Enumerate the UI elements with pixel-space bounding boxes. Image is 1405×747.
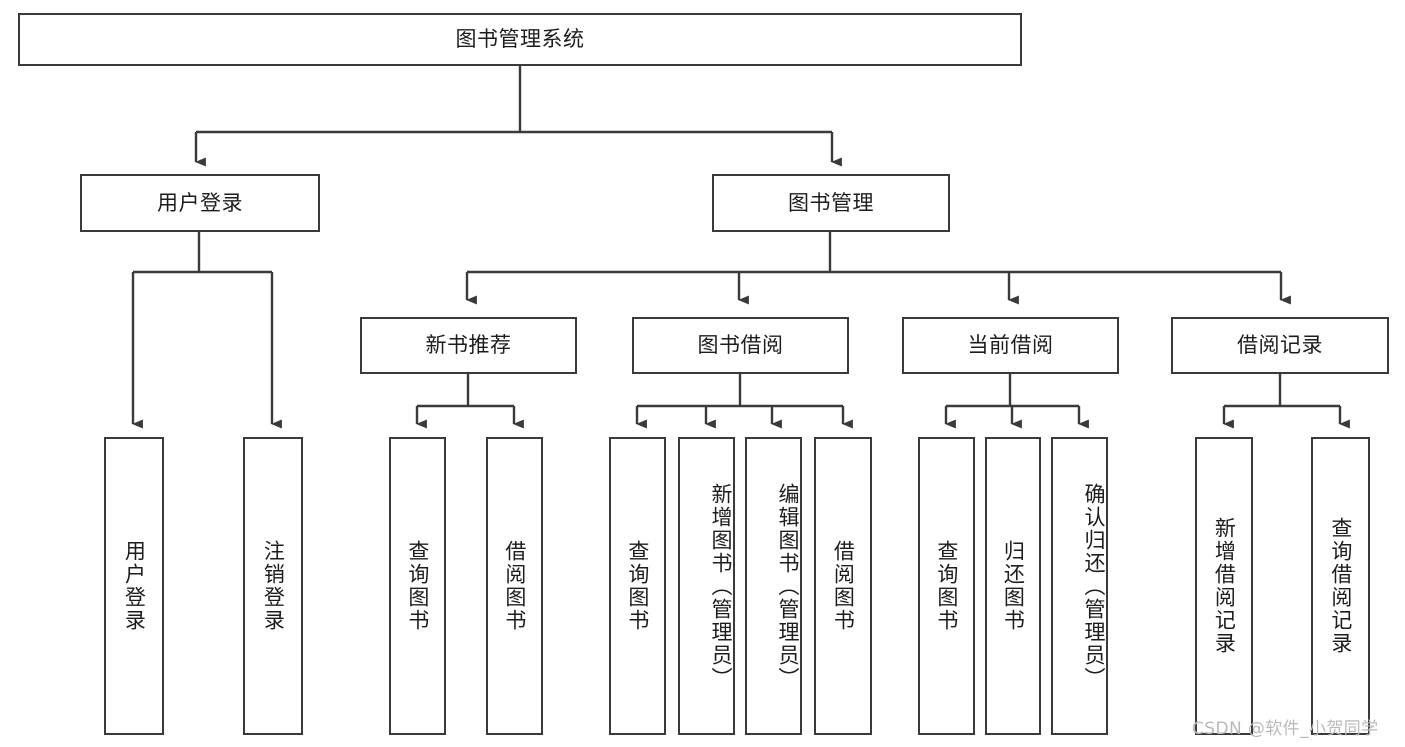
node-label: 查询图书 <box>625 540 650 632</box>
watermark-text: CSDN @软件_小贺同学 <box>1192 719 1379 739</box>
leaf-borrow-book-recommend[interactable]: 借阅图书 <box>486 437 543 735</box>
node-label: 图书管理 <box>788 190 874 215</box>
node-book-borrow[interactable]: 图书借阅 <box>632 317 849 374</box>
leaf-add-borrow-record[interactable]: 新增借阅记录 <box>1195 437 1253 735</box>
node-label: 新增图书（管理员） <box>709 482 733 690</box>
node-label: 用户登录 <box>122 540 147 632</box>
node-borrow-records[interactable]: 借阅记录 <box>1171 317 1389 374</box>
node-label: 查询图书 <box>405 540 430 632</box>
node-label: 借阅图书 <box>831 540 856 632</box>
node-label: 新增借阅记录 <box>1212 517 1237 655</box>
leaf-borrow-book[interactable]: 借阅图书 <box>814 437 872 735</box>
node-user-login[interactable]: 用户登录 <box>80 174 320 232</box>
node-book-management[interactable]: 图书管理 <box>712 174 950 232</box>
leaf-logout-login[interactable]: 注销登录 <box>243 437 303 735</box>
leaf-user-login[interactable]: 用户登录 <box>104 437 164 735</box>
node-label: 编辑图书（管理员） <box>776 482 800 690</box>
node-new-book-recommend[interactable]: 新书推荐 <box>360 317 577 374</box>
node-label: 查询图书 <box>934 540 959 632</box>
node-current-borrow[interactable]: 当前借阅 <box>902 317 1119 374</box>
node-label: 注销登录 <box>261 540 286 632</box>
node-label: 当前借阅 <box>967 333 1054 358</box>
leaf-return-book[interactable]: 归还图书 <box>985 437 1041 735</box>
node-label: 新书推荐 <box>425 333 512 358</box>
node-label: 查询借阅记录 <box>1328 517 1353 655</box>
node-label: 借阅记录 <box>1237 333 1323 358</box>
node-label: 确认归还（管理员） <box>1082 482 1106 690</box>
node-label: 图书借阅 <box>697 333 784 358</box>
leaf-add-book-admin[interactable]: 新增图书（管理员） <box>678 437 735 735</box>
node-root-system[interactable]: 图书管理系统 <box>18 13 1022 66</box>
node-label: 图书管理系统 <box>455 27 585 52</box>
node-label: 借阅图书 <box>502 540 527 632</box>
node-label: 用户登录 <box>157 190 243 215</box>
leaf-edit-book-admin[interactable]: 编辑图书（管理员） <box>745 437 802 735</box>
leaf-confirm-return-admin[interactable]: 确认归还（管理员） <box>1051 437 1108 735</box>
leaf-query-borrow-record[interactable]: 查询借阅记录 <box>1311 437 1370 735</box>
leaf-query-book-borrow[interactable]: 查询图书 <box>609 437 666 735</box>
leaf-query-book-recommend[interactable]: 查询图书 <box>389 437 446 735</box>
node-label: 归还图书 <box>1001 540 1026 632</box>
leaf-query-book-current[interactable]: 查询图书 <box>918 437 975 735</box>
